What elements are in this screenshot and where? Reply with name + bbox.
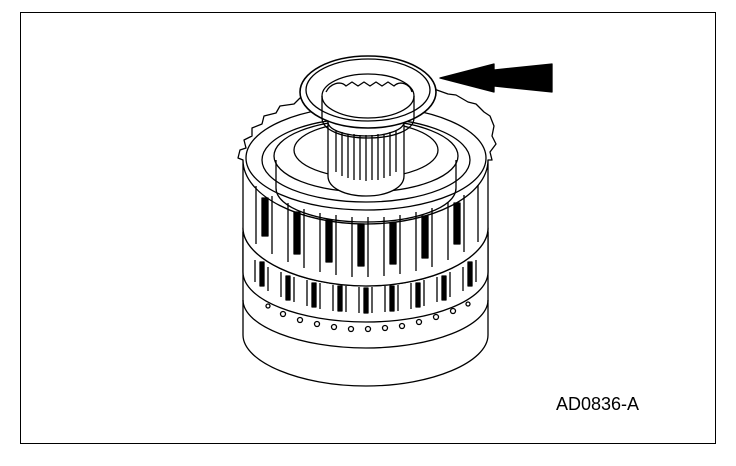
figure-frame [20,12,716,444]
thrust-washer [299,55,437,139]
figure-code: AD0836-A [556,394,640,414]
upper-clutch-band [237,85,497,287]
callout-arrow [439,63,553,93]
